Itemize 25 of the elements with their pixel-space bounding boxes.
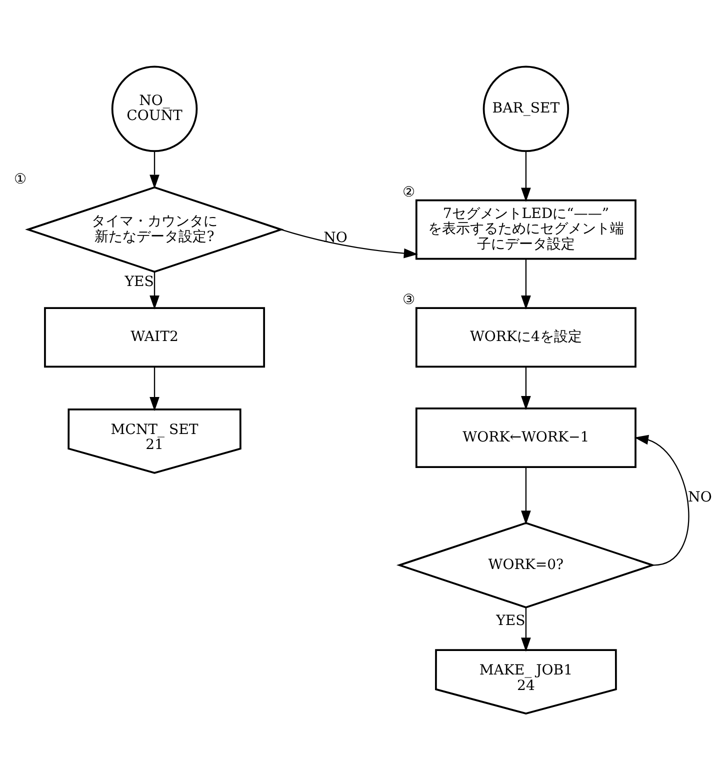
arrow <box>150 272 160 310</box>
node-box: 7セグメントLEDに“——”を表示するためにセグメント端子にデータ設定 <box>415 199 636 260</box>
edge-label: YES <box>124 274 154 290</box>
node-circle: BAR_SET <box>482 66 570 152</box>
arrow <box>521 258 531 310</box>
node-box: WAIT2 <box>44 307 266 368</box>
edge-label: YES <box>496 612 526 629</box>
node-box: WORK←WORK−1 <box>415 408 636 468</box>
node-label: ② <box>402 184 416 200</box>
arrow <box>280 229 418 258</box>
edge-label: NO <box>324 230 348 246</box>
arrow <box>521 467 531 525</box>
arrow <box>150 151 160 189</box>
node-circle: NO_ COUNT <box>111 66 198 152</box>
arrow <box>634 434 690 566</box>
arrow <box>150 366 160 412</box>
node-diamond: タイマ・カウンタに新たなデータ設定? <box>25 186 284 273</box>
node-diamond: WORK=0? <box>396 522 656 608</box>
node-label: ① <box>14 171 27 188</box>
edge-label: NO <box>688 489 712 506</box>
node-label: ③ <box>402 292 416 308</box>
arrow <box>521 151 531 202</box>
node-box: WORKに4を設定 <box>415 307 636 368</box>
arrow <box>521 366 531 410</box>
arrow <box>521 607 531 652</box>
